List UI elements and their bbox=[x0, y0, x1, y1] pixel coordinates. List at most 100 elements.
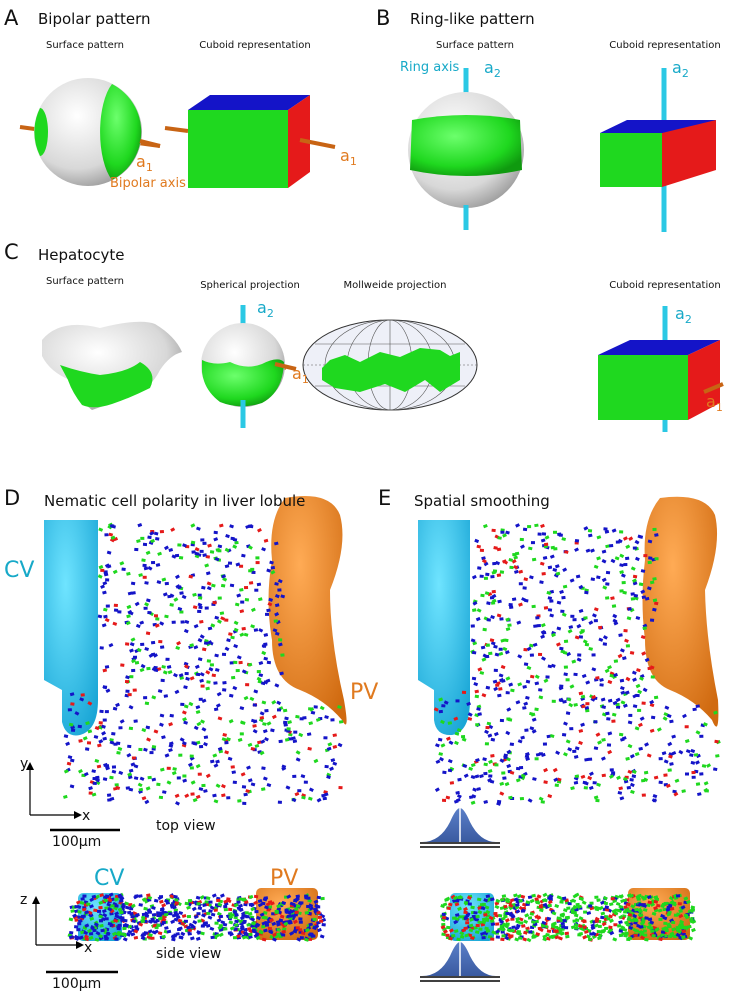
polarity-cuboid bbox=[441, 798, 447, 802]
polarity-cuboid bbox=[153, 614, 158, 618]
polarity-cuboid bbox=[662, 716, 668, 721]
polarity-cuboid bbox=[529, 726, 535, 731]
polarity-cuboid bbox=[180, 931, 186, 937]
polarity-cuboid bbox=[695, 782, 701, 786]
polarity-cuboid bbox=[166, 665, 172, 669]
polarity-cuboid bbox=[615, 703, 620, 706]
polarity-cuboid bbox=[308, 922, 314, 927]
polarity-cuboid bbox=[201, 783, 206, 788]
polarity-cuboid bbox=[531, 933, 537, 938]
polarity-cuboid bbox=[201, 909, 206, 913]
polarity-cuboid bbox=[652, 794, 658, 799]
polarity-cuboid bbox=[201, 727, 207, 732]
polarity-cuboid bbox=[113, 603, 118, 608]
polarity-cuboid bbox=[613, 923, 618, 927]
polarity-cuboid bbox=[509, 770, 515, 775]
polarity-cuboid bbox=[441, 912, 446, 917]
polarity-cuboid bbox=[177, 918, 183, 923]
polarity-cuboid bbox=[173, 908, 178, 912]
polarity-cuboid bbox=[91, 769, 96, 774]
polarity-cuboid bbox=[493, 731, 499, 737]
polarity-cuboid bbox=[221, 784, 226, 789]
polarity-cuboid bbox=[620, 690, 626, 695]
polarity-cuboid bbox=[217, 925, 223, 930]
polarity-cuboid bbox=[87, 910, 93, 915]
polarity-cuboid bbox=[204, 606, 209, 610]
polarity-cuboid bbox=[588, 785, 594, 791]
polarity-cuboid bbox=[309, 933, 315, 938]
polarity-cuboid bbox=[489, 919, 495, 923]
polarity-cuboid bbox=[457, 906, 462, 912]
polarity-cuboid bbox=[629, 607, 635, 613]
polarity-cuboid bbox=[141, 558, 146, 563]
polarity-cuboid bbox=[496, 573, 502, 577]
polarity-cuboid bbox=[472, 787, 478, 792]
polarity-cuboid bbox=[537, 652, 543, 657]
polarity-cuboid bbox=[236, 655, 242, 660]
polarity-cuboid bbox=[83, 771, 89, 777]
polarity-cuboid bbox=[555, 642, 561, 647]
polarity-cuboid bbox=[279, 901, 285, 907]
polarity-cuboid bbox=[652, 598, 658, 603]
polarity-cuboid bbox=[281, 929, 287, 934]
polarity-cuboid bbox=[664, 705, 670, 710]
polarity-cuboid bbox=[201, 913, 206, 918]
polarity-cuboid bbox=[100, 584, 105, 589]
polarity-cuboid bbox=[212, 753, 218, 758]
polarity-cuboid bbox=[632, 546, 637, 550]
polarity-cuboid bbox=[467, 902, 472, 906]
polarity-cuboid bbox=[644, 937, 649, 942]
polarity-cuboid bbox=[178, 910, 184, 916]
polarity-cuboid bbox=[224, 646, 230, 652]
polarity-cuboid bbox=[298, 920, 303, 924]
polarity-cuboid bbox=[627, 743, 633, 749]
polarity-cuboid bbox=[531, 729, 537, 734]
polarity-cuboid bbox=[103, 614, 108, 619]
polarity-cuboid bbox=[644, 657, 650, 663]
polarity-cuboid bbox=[105, 688, 111, 693]
polarity-cuboid bbox=[89, 916, 95, 921]
polarity-cuboid bbox=[276, 922, 281, 927]
polarity-cuboid bbox=[523, 919, 529, 924]
polarity-cuboid bbox=[316, 905, 321, 909]
polarity-cuboid bbox=[294, 910, 299, 914]
polarity-cuboid bbox=[248, 524, 253, 528]
polarity-cuboid bbox=[236, 934, 241, 939]
polarity-cuboid bbox=[484, 591, 490, 596]
bipolar-sphere bbox=[19, 78, 161, 186]
polarity-cuboid bbox=[515, 919, 521, 924]
polarity-cuboid bbox=[631, 774, 637, 779]
polarity-cuboid bbox=[524, 751, 530, 757]
polarity-cuboid bbox=[496, 801, 501, 806]
polarity-cuboid bbox=[238, 660, 243, 665]
polarity-cuboid bbox=[146, 598, 151, 603]
polarity-cuboid bbox=[262, 722, 267, 726]
polarity-cuboid bbox=[171, 620, 176, 624]
polarity-cuboid bbox=[66, 761, 72, 766]
polarity-cuboid bbox=[641, 701, 646, 705]
polarity-cuboid bbox=[203, 735, 209, 740]
panel-b-sub-surface: Surface pattern bbox=[435, 40, 515, 51]
polarity-cuboid bbox=[257, 528, 262, 533]
polarity-cuboid bbox=[103, 572, 109, 577]
polarity-cuboid bbox=[200, 931, 205, 936]
polarity-cuboid bbox=[629, 650, 635, 655]
polarity-cuboid bbox=[252, 724, 257, 728]
polarity-cuboid bbox=[195, 763, 201, 769]
polarity-cuboid bbox=[617, 653, 623, 659]
polarity-cuboid bbox=[597, 933, 603, 938]
polarity-cuboid bbox=[98, 900, 104, 905]
polarity-cuboid bbox=[133, 935, 139, 940]
polarity-cuboid bbox=[104, 617, 110, 623]
polarity-cuboid bbox=[138, 747, 143, 752]
polarity-cuboid bbox=[159, 645, 165, 649]
polarity-cuboid bbox=[266, 568, 272, 573]
polarity-cuboid bbox=[206, 911, 211, 915]
polarity-cuboid bbox=[563, 721, 568, 726]
polarity-cuboid bbox=[271, 714, 277, 720]
axis-z-label: z bbox=[20, 892, 28, 908]
polarity-cuboid bbox=[112, 569, 118, 575]
polarity-cuboid bbox=[283, 720, 288, 725]
polarity-cuboid bbox=[490, 922, 496, 927]
polarity-cuboid bbox=[229, 926, 235, 931]
